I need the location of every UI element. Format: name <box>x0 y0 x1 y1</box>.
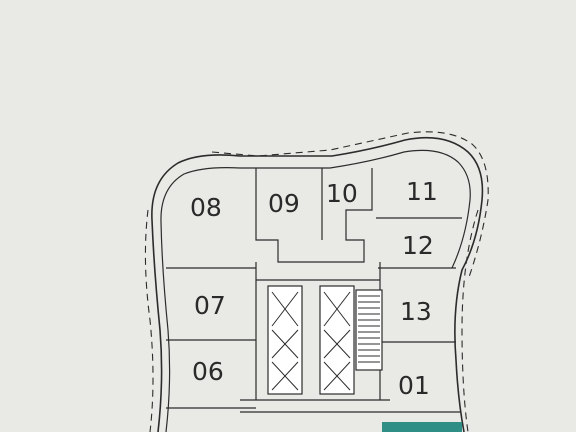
unit-label-11: 11 <box>406 177 438 206</box>
stairwell <box>355 289 383 371</box>
unit-label-06: 06 <box>192 357 224 386</box>
elevator-shaft-left <box>267 285 303 395</box>
balcony-outline <box>211 131 489 281</box>
balcony-outline-left <box>144 209 154 432</box>
unit-label-10: 10 <box>326 179 358 208</box>
unit-label-07: 07 <box>194 291 226 320</box>
unit-label-12: 12 <box>402 231 434 260</box>
balcony-outline-right <box>461 209 479 432</box>
highlighted-unit <box>382 422 462 432</box>
unit-label-01: 01 <box>398 371 430 400</box>
stair-treads <box>358 295 380 363</box>
inner-outline <box>160 149 471 432</box>
unit-label-08: 08 <box>190 193 222 222</box>
unit-label-13: 13 <box>400 297 432 326</box>
building-outline <box>151 136 484 432</box>
elevator-shaft-right <box>319 285 355 395</box>
partition-walls <box>166 168 462 413</box>
elevator-crosses <box>271 291 351 391</box>
unit-label-09: 09 <box>268 189 300 218</box>
